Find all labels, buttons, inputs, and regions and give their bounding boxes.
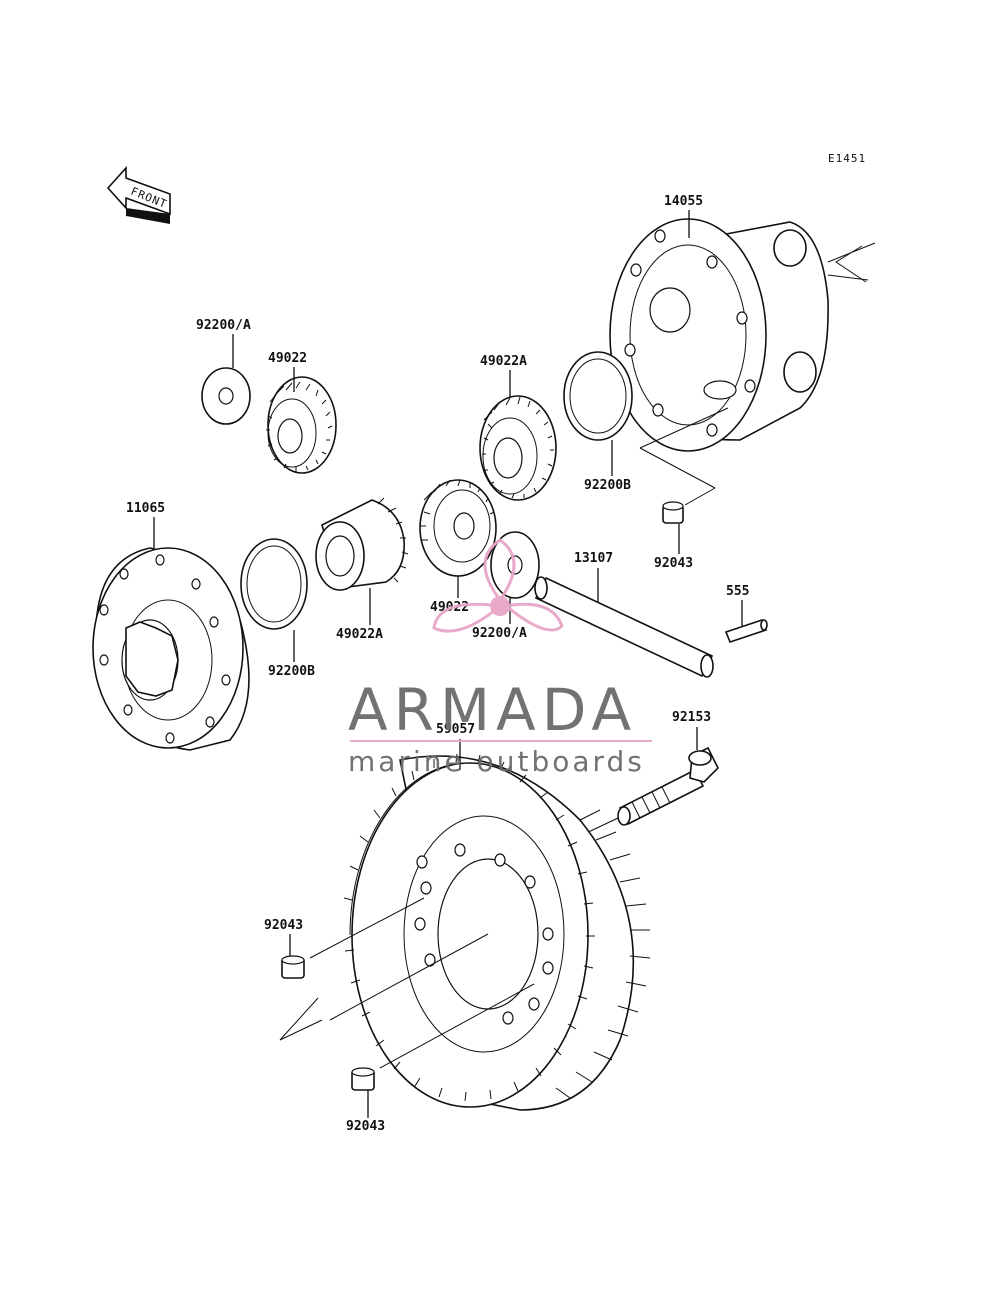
- bevel-gear-49022a-top: [479, 395, 557, 501]
- bevel-gear-49022a-bottom: [315, 497, 409, 591]
- label-14055: 14055: [664, 194, 703, 209]
- label-92153: 92153: [672, 710, 711, 725]
- bolt-92153: [617, 746, 719, 826]
- bevel-gear-49022-top: [266, 376, 337, 474]
- watermark-tagline: marine outboards: [348, 745, 645, 778]
- label-555: 555: [726, 584, 749, 599]
- label-92043-left: 92043: [264, 918, 303, 933]
- differential-case-14055: [609, 218, 876, 452]
- label-59057: 59057: [436, 722, 475, 737]
- label-11065: 11065: [126, 501, 165, 516]
- label-13107: 13107: [574, 551, 613, 566]
- watermark: ARMADA marine outboards: [348, 538, 652, 778]
- dowel-pin-92043-bottom: [351, 1067, 375, 1091]
- dowel-pin-92043-left: [281, 955, 305, 979]
- label-92043-right: 92043: [654, 556, 693, 571]
- pin-555: [724, 619, 768, 643]
- washer-92200b-right: [563, 351, 633, 441]
- washer-92200b-left: [240, 538, 308, 630]
- washer-92200a-top: [201, 367, 251, 425]
- label-49022a-top: 49022A: [480, 354, 527, 369]
- label-49022a-bottom: 49022A: [336, 627, 383, 642]
- ring-gear-59057: [343, 753, 651, 1111]
- label-49022-top: 49022: [268, 351, 307, 366]
- watermark-name: ARMADA: [348, 676, 637, 744]
- bevel-gear-49022-mid: [419, 479, 497, 577]
- label-92200a-top: 92200/A: [196, 318, 251, 333]
- propeller-logo-icon: [432, 538, 564, 633]
- label-92200a-mid: 92200/A: [472, 626, 527, 641]
- shaft-13107: [534, 576, 714, 678]
- front-arrow-icon: FRONT: [106, 165, 171, 224]
- label-92200b-right: 92200B: [584, 478, 631, 493]
- diagram-code: E1451: [828, 152, 866, 165]
- flange-11065: [92, 547, 250, 751]
- label-92043-bottom: 92043: [346, 1119, 385, 1134]
- dowel-pin-92043-right: [662, 501, 684, 524]
- label-92200b-left: 92200B: [268, 664, 315, 679]
